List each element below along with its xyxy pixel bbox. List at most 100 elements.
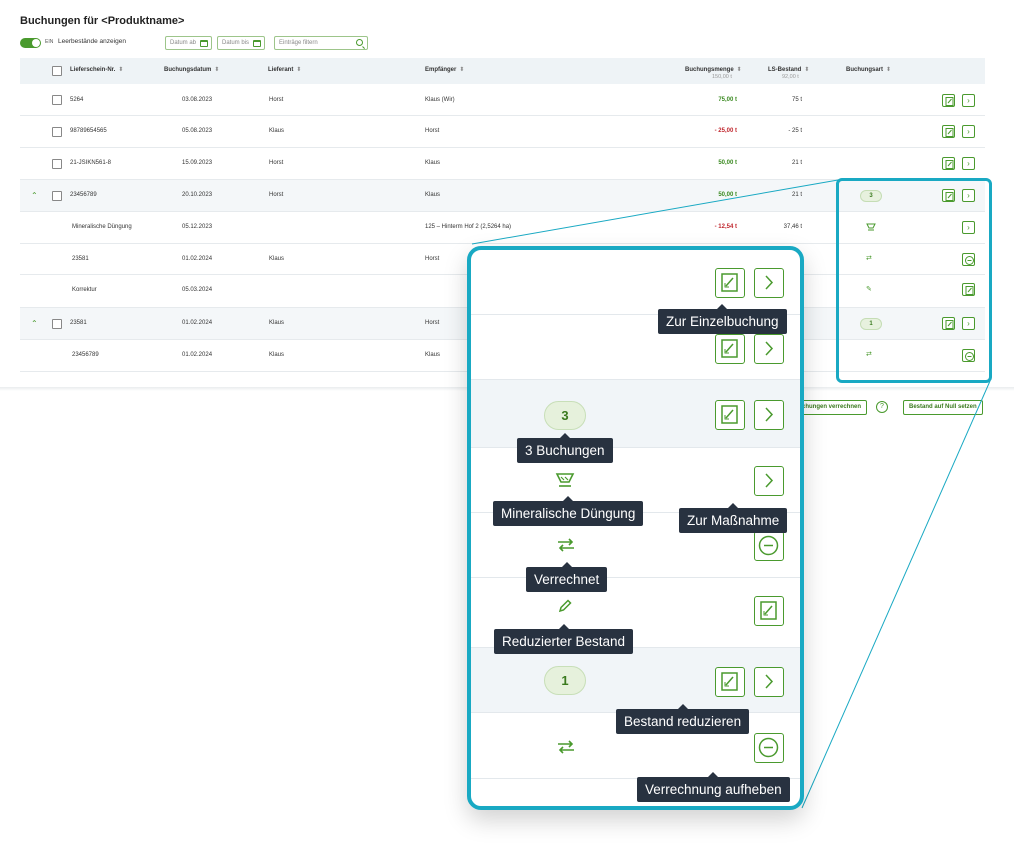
- booking-count-badge: 3: [544, 401, 586, 430]
- minus-circle-icon: [758, 737, 779, 758]
- cell-lieferschein: 23456789: [72, 352, 99, 358]
- column-label: Buchungsart: [846, 67, 884, 73]
- edit-button[interactable]: [942, 157, 955, 170]
- column-empfaenger[interactable]: Empfänger⬍: [425, 66, 464, 73]
- tooltip-verrechnet: Verrechnet: [526, 562, 608, 592]
- cancel-offset-button[interactable]: [754, 733, 784, 763]
- calendar-icon: [253, 40, 261, 47]
- chevron-right-icon: [765, 473, 774, 488]
- row-checkbox[interactable]: [52, 191, 62, 201]
- tooltip-mineralische-duengung: Mineralische Düngung: [493, 496, 644, 526]
- edit-note-icon: [721, 672, 738, 691]
- highlight-frame: [836, 178, 992, 383]
- zoom-row: [471, 713, 800, 779]
- cell-bestand: 37,46 t: [783, 224, 802, 230]
- open-measure-button[interactable]: ›: [962, 221, 975, 234]
- cell-bestand: - 25 t: [788, 128, 802, 134]
- open-booking-button[interactable]: ›: [962, 94, 975, 107]
- edit-button[interactable]: [715, 268, 745, 298]
- cell-datum: 05.08.2023: [182, 128, 213, 134]
- empty-stock-toggle[interactable]: [20, 38, 41, 48]
- column-lieferschein[interactable]: Lieferschein-Nr.⬍: [70, 66, 123, 73]
- chevron-up-icon[interactable]: ⌃: [31, 191, 38, 200]
- open-booking-button[interactable]: [754, 334, 784, 364]
- sort-icon: ⬍: [736, 67, 742, 73]
- column-lieferant[interactable]: Lieferant⬍: [268, 66, 301, 73]
- column-buchungsmenge[interactable]: Buchungsmenge⬍: [685, 66, 742, 73]
- sort-icon: ⬍: [459, 67, 465, 73]
- tooltip-einzelbuchung: Zur Einzelbuchung: [658, 304, 787, 334]
- select-all-checkbox[interactable]: [52, 66, 62, 76]
- zoom-row: [471, 578, 800, 648]
- cell-menge: 50,00 t: [718, 160, 737, 166]
- edit-button[interactable]: [754, 596, 784, 626]
- chevron-right-icon: ›: [967, 96, 970, 105]
- date-from-field[interactable]: Datum ab: [165, 36, 212, 50]
- reduce-stock-button[interactable]: [715, 667, 745, 697]
- chevron-right-icon: ›: [967, 223, 970, 232]
- cell-empfaenger: Horst: [425, 256, 440, 262]
- edit-button[interactable]: [942, 125, 955, 138]
- open-measure-button[interactable]: [754, 466, 784, 496]
- row-checkbox[interactable]: [52, 127, 62, 137]
- cell-lieferschein: 21-JSIKN561-8: [70, 160, 112, 166]
- row-checkbox[interactable]: [52, 95, 62, 105]
- edit-button[interactable]: [942, 317, 955, 330]
- open-booking-button[interactable]: ›: [962, 125, 975, 138]
- date-to-field[interactable]: Datum bis: [217, 36, 265, 50]
- tooltip-massnahme: Zur Maßnahme: [679, 503, 788, 533]
- edit-button[interactable]: [715, 400, 745, 430]
- cell-lieferant: Klaus: [269, 320, 285, 326]
- open-booking-button[interactable]: [754, 268, 784, 298]
- booking-count-badge: 1: [544, 666, 586, 695]
- edit-button[interactable]: [942, 94, 955, 107]
- edit-note-icon: [945, 97, 954, 106]
- help-icon[interactable]: ?: [876, 401, 888, 413]
- edit-button[interactable]: [962, 283, 975, 296]
- cancel-offset-button[interactable]: [754, 531, 784, 561]
- chevron-right-icon: ›: [967, 127, 970, 136]
- zoom-panel: 3 1 Zur Einzelbuchung 3 Buchungen Minera…: [467, 246, 804, 810]
- minus-circle-icon: [965, 256, 974, 265]
- table-row[interactable]: 5264 03.08.2023 Horst Klaus (Wir) 75,00 …: [20, 85, 985, 116]
- cell-lieferant: Horst: [269, 192, 284, 198]
- column-ls-bestand[interactable]: LS-Bestand⬍: [768, 66, 809, 73]
- cell-empfaenger: Klaus: [425, 192, 441, 198]
- column-buchungsart[interactable]: Buchungsart⬍: [846, 66, 891, 73]
- offset-bookings-button[interactable]: chungen verrechnen: [796, 400, 868, 415]
- chevron-right-icon: [765, 275, 774, 290]
- open-booking-button[interactable]: [754, 400, 784, 430]
- tooltip-reduzierter-bestand: Reduzierter Bestand: [494, 624, 634, 654]
- open-booking-button[interactable]: [754, 667, 784, 697]
- search-icon: [356, 39, 363, 46]
- date-from-placeholder: Datum ab: [170, 40, 197, 46]
- open-booking-button[interactable]: ›: [962, 317, 975, 330]
- row-checkbox[interactable]: [52, 319, 62, 329]
- fertilizer-icon: [555, 472, 575, 493]
- cancel-offset-button[interactable]: [962, 349, 975, 362]
- booking-count-badge: 1: [860, 318, 882, 330]
- cell-lieferant: Klaus: [269, 128, 285, 134]
- tooltip-verrechnung-aufheben: Verrechnung aufheben: [637, 772, 790, 802]
- cell-bestand: 21 t: [791, 192, 802, 198]
- set-stock-zero-button[interactable]: Bestand auf Null setzen: [903, 400, 983, 415]
- table-row[interactable]: 98789654565 05.08.2023 Klaus Horst - 25,…: [20, 116, 985, 148]
- table-row[interactable]: 21-JSIKN561-8 15.09.2023 Horst Klaus 50,…: [20, 148, 985, 180]
- column-buchungsdatum[interactable]: Buchungsdatum⬍: [164, 66, 219, 73]
- row-checkbox[interactable]: [52, 159, 62, 169]
- zoom-row: 1: [471, 648, 800, 713]
- tooltip-bestand-reduzieren: Bestand reduzieren: [616, 704, 750, 734]
- edit-button[interactable]: [715, 334, 745, 364]
- filter-input[interactable]: Einträge filtern: [274, 36, 368, 50]
- edit-note-icon: [945, 160, 954, 169]
- open-booking-button[interactable]: ›: [962, 157, 975, 170]
- cell-lieferant: Klaus: [269, 352, 285, 358]
- cell-datum: 05.12.2023: [182, 224, 213, 230]
- edit-button[interactable]: [942, 189, 955, 202]
- cancel-offset-button[interactable]: [962, 253, 975, 266]
- cell-datum: 20.10.2023: [182, 192, 213, 198]
- edit-note-icon: [965, 286, 974, 295]
- cell-lieferschein: 23456789: [70, 192, 97, 198]
- chevron-up-icon[interactable]: ⌃: [31, 319, 38, 328]
- open-booking-button[interactable]: ›: [962, 189, 975, 202]
